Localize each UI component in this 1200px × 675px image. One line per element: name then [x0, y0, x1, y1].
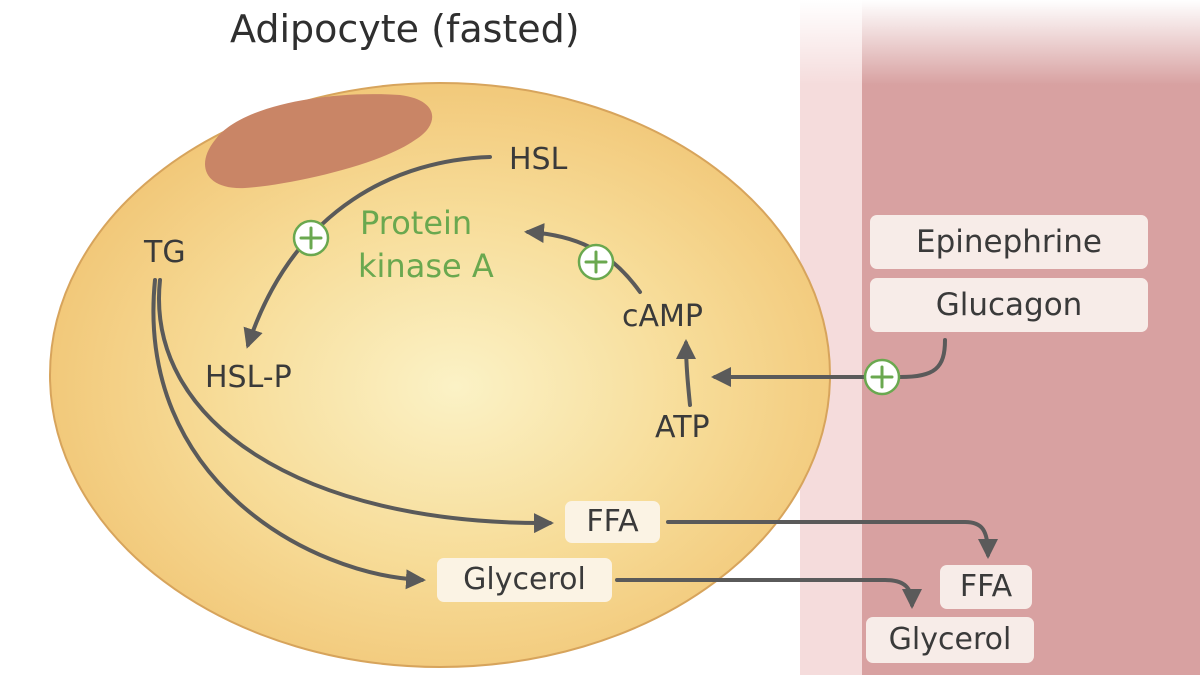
blood-vessel-lumen [862, 0, 1200, 675]
label-glycerol-blood: Glycerol [866, 617, 1034, 663]
label-ffa-inside: FFA [565, 501, 660, 543]
arrow-ffa-to-blood [666, 520, 998, 559]
label-camp: cAMP [622, 299, 703, 334]
diagram-title: Adipocyte (fasted) [230, 7, 580, 51]
activator-plus-icon [863, 358, 901, 396]
label-atp: ATP [655, 410, 710, 445]
arrow-hsl-to-hslp [243, 155, 492, 349]
label-ffa-blood: FFA [940, 565, 1032, 609]
label-protein-kinase-a-line2: kinase A [358, 247, 494, 285]
label-hsl: HSL [509, 142, 568, 177]
arrow-tg-to-ffa [157, 278, 554, 534]
label-glucagon: Glucagon [870, 278, 1148, 332]
arrow-tg-to-glycerol [151, 278, 426, 590]
activator-plus-icon [292, 219, 330, 257]
vessel-fade [800, 0, 1200, 85]
label-tg: TG [144, 235, 186, 270]
label-protein-kinase-a-line1: Protein [360, 204, 473, 242]
arrow-glycerol-to-blood [615, 578, 922, 609]
label-glycerol-inside: Glycerol [437, 558, 612, 602]
nucleus [205, 94, 433, 189]
arrow-atp-to-camp [676, 339, 697, 407]
label-hsl-p: HSL-P [205, 360, 292, 395]
activator-plus-icon [577, 243, 615, 281]
label-epinephrine: Epinephrine [870, 215, 1148, 269]
